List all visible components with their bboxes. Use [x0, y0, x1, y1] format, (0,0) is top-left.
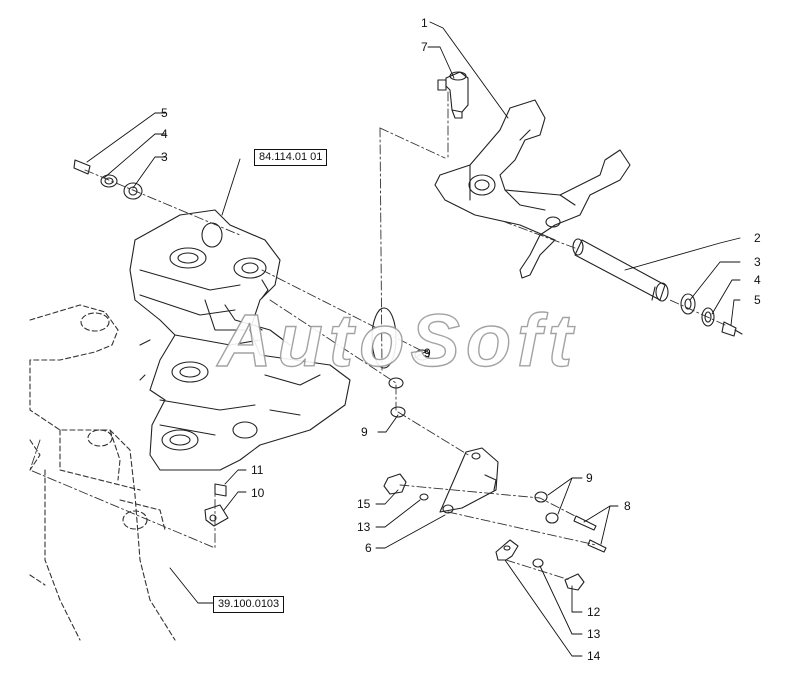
callout-7: 7	[421, 40, 428, 54]
callout-1: 1	[421, 16, 428, 30]
clamp-part-14	[495, 539, 585, 591]
bolts-part-8	[534, 491, 607, 553]
lever-part-1	[434, 99, 631, 279]
washers-right	[680, 293, 743, 337]
callout-9c: 9	[586, 471, 593, 485]
callout-3b: 3	[754, 255, 761, 269]
reference-box-bottom[interactable]: 39.100.0103	[213, 596, 285, 613]
watermark: AutoSoft	[217, 298, 579, 382]
callout-15: 15	[357, 497, 371, 511]
callout-6: 6	[365, 541, 372, 555]
frame-background	[29, 304, 176, 641]
callout-2: 2	[754, 231, 761, 245]
plate-part-6	[439, 447, 499, 514]
callout-5b: 5	[754, 293, 761, 307]
callout-3: 3	[161, 150, 168, 164]
callout-13a: 13	[357, 520, 371, 534]
callout-9b: 9	[361, 425, 368, 439]
callout-11: 11	[251, 463, 264, 477]
grease-fitting-part-7	[437, 71, 469, 119]
washers-left	[73, 159, 143, 200]
pin-part-2	[572, 238, 669, 302]
bracket-body	[129, 209, 351, 471]
callout-5: 5	[161, 106, 168, 120]
center-lines	[29, 91, 726, 581]
callout-9a: 9	[424, 346, 431, 360]
callout-13b: 13	[587, 627, 601, 641]
reference-box-top[interactable]: 84.114.01 01	[254, 149, 328, 166]
callout-4: 4	[161, 127, 168, 141]
parts-10-11	[204, 483, 229, 527]
leader-lines	[86, 21, 741, 657]
callout-12: 12	[587, 605, 601, 619]
callout-8: 8	[624, 499, 631, 513]
nut-part-15	[383, 473, 429, 501]
callout-4b: 4	[754, 273, 761, 287]
callout-10: 10	[251, 486, 265, 500]
callout-14: 14	[587, 649, 601, 663]
